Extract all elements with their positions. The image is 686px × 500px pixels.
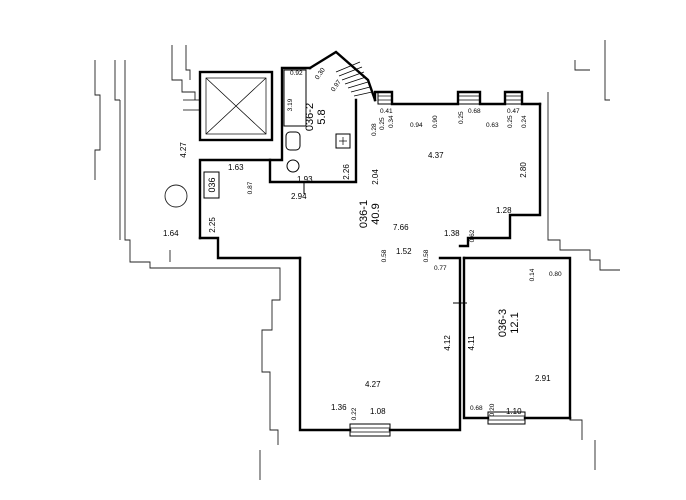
bathroom-fixtures	[283, 69, 351, 173]
dim-label: 0.25	[507, 115, 514, 128]
dim-label: 1.93	[297, 175, 313, 184]
dim-label: 2.26	[342, 164, 351, 180]
dim-label: 4.37	[428, 151, 444, 160]
dim-label: 7.66	[393, 223, 409, 232]
room-area-3: 12.1	[509, 312, 521, 333]
dim-label: 4.12	[443, 335, 452, 351]
toilet-icon	[286, 159, 300, 173]
dim-label: 0.87	[247, 181, 254, 194]
dim-label: 1.28	[496, 206, 512, 215]
dim-label: 0.47	[507, 108, 520, 115]
dim-label: 4.27	[365, 380, 381, 389]
dim-label: 0.80	[549, 271, 562, 278]
dim-label: 2.91	[535, 374, 551, 383]
dim-label: 0.62	[469, 229, 476, 242]
dim-label: 0.68	[470, 405, 483, 412]
sink-icon	[285, 131, 301, 151]
dim-label: 1.52	[396, 247, 412, 256]
window-bottom-right	[487, 411, 526, 425]
dimension-labels: 0.92 0.30 0.97 3.19 0.41 0.34 0.25 0.28 …	[163, 66, 562, 420]
dim-label: 0.34	[388, 115, 395, 128]
dim-label: 0.30	[314, 66, 327, 81]
windows	[349, 91, 526, 437]
ventilation-shaft	[183, 70, 274, 142]
dim-label: 4.27	[179, 142, 188, 158]
dim-label: 0.28	[371, 123, 378, 136]
dim-label: 1.63	[228, 163, 244, 172]
dim-label: 0.94	[410, 122, 423, 129]
room-id-3: 036-3	[497, 309, 509, 337]
dim-label: 3.19	[287, 98, 294, 111]
dim-label: 1.08	[370, 407, 386, 416]
dim-label: 0.97	[330, 78, 343, 93]
room-area-main: 40.9	[370, 203, 382, 224]
dim-label: 0.77	[434, 265, 447, 272]
dim-label: 0.25	[379, 117, 386, 130]
dim-label: 0.68	[468, 108, 481, 115]
window-top-3	[504, 91, 523, 105]
dim-label: 0.92	[290, 70, 303, 77]
dim-label: 0.63	[486, 122, 499, 129]
dim-label: 0.24	[521, 115, 528, 128]
dim-label: 0.14	[529, 268, 536, 281]
window-top-2	[457, 91, 481, 105]
dim-label: 0.58	[381, 249, 388, 262]
dim-label: 0.90	[432, 115, 439, 128]
room-area-bathroom: 5.8	[316, 109, 328, 124]
dim-label: 2.25	[208, 217, 217, 233]
dim-label: 1.38	[444, 229, 460, 238]
dim-label: 0.20	[489, 403, 496, 416]
stairs	[335, 61, 373, 97]
dim-label: 1.64	[163, 229, 179, 238]
room-id-bathroom: 036-2	[304, 103, 316, 131]
room-id-main: 036-1	[358, 200, 370, 228]
dim-label: 2.94	[291, 192, 307, 201]
dim-label: 0.22	[351, 407, 358, 420]
dim-label: 1.36	[331, 403, 347, 412]
dim-label: 0.25	[458, 111, 465, 124]
window-bottom-left	[349, 423, 391, 437]
apartment-number: 036	[207, 177, 217, 192]
dim-label: 4.11	[467, 335, 476, 351]
dim-label: 0.41	[380, 108, 393, 115]
dim-label: 0.58	[423, 249, 430, 262]
dim-label: 2.80	[519, 162, 528, 178]
dim-label: 1.10	[506, 407, 522, 416]
window-top-1	[377, 91, 393, 105]
bathtub-icon	[283, 69, 307, 127]
apartment-number-box: 036	[203, 171, 220, 199]
dim-label: 2.04	[371, 169, 380, 185]
